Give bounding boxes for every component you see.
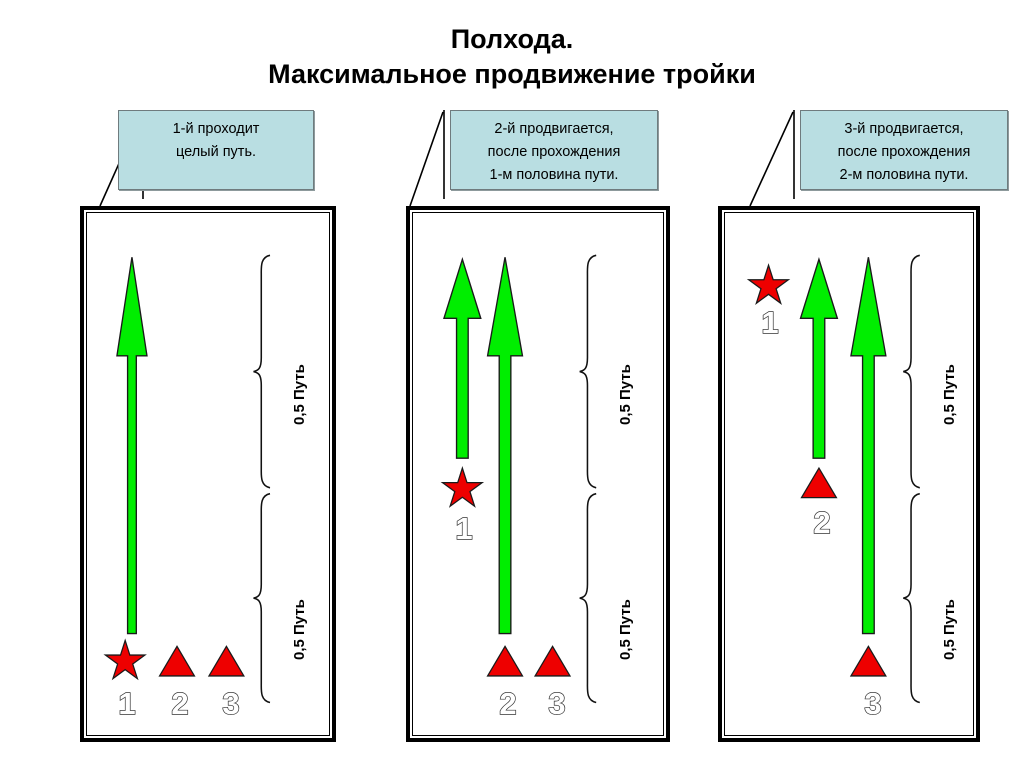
brace-upper <box>253 254 271 489</box>
callout-3-line-2: после прохождения <box>837 144 971 160</box>
brace-label-lower: 0,5 Путь <box>617 599 634 660</box>
marker-label-2: 2 <box>499 686 518 721</box>
brace-label-lower: 0,5 Путь <box>291 599 308 660</box>
marker-label-1: 1 <box>455 511 474 546</box>
arrow-half-2 <box>799 256 839 459</box>
page-title: Полхода. Максимальное продвижение тройки <box>0 22 1024 92</box>
marker-label-2: 2 <box>171 686 190 721</box>
arrow-half-1 <box>443 256 482 459</box>
brace-upper <box>903 254 920 489</box>
panel-1-inner-border <box>86 212 330 736</box>
callout-3-line-3: 2-м половина пути. <box>839 167 969 183</box>
triangle-marker-2 <box>158 645 196 677</box>
panel-1: 1 2 3 0,5 Путь 0,5 Путь <box>80 206 336 742</box>
callout-2-line-2: после прохождения <box>487 144 621 160</box>
triangle-marker-2 <box>800 466 838 499</box>
panel-2-inner-border <box>412 212 664 736</box>
title-line-1: Полхода. <box>450 24 574 54</box>
marker-label-3: 3 <box>222 686 241 721</box>
brace-lower <box>579 492 597 704</box>
triangle-marker-3 <box>849 645 887 677</box>
marker-label-3: 3 <box>864 686 883 721</box>
marker-label-2: 2 <box>813 505 832 540</box>
callout-2-line-1: 2-й продвигается, <box>494 121 614 137</box>
brace-label-upper: 0,5 Путь <box>291 364 308 425</box>
callout-box-2: 2-й продвигается, после прохождения 1-м … <box>450 110 658 190</box>
arrow-full-3 <box>850 257 887 635</box>
brace-lower <box>253 492 271 704</box>
panel-1-graphics <box>103 254 271 704</box>
callout-1-line-1: 1-й проходит <box>172 121 260 137</box>
star-marker-1 <box>440 466 485 508</box>
callout-box-3: 3-й продвигается, после прохождения 2-м … <box>800 110 1008 190</box>
arrow-full-1 <box>116 257 148 635</box>
panel-2-graphics <box>440 254 597 704</box>
triangle-marker-3 <box>207 645 245 677</box>
panel-3-graphics <box>746 254 920 704</box>
callout-3-line-1: 3-й продвигается, <box>844 121 964 137</box>
brace-label-upper: 0,5 Путь <box>941 364 958 425</box>
marker-label-1: 1 <box>761 305 780 340</box>
brace-label-lower: 0,5 Путь <box>941 599 958 660</box>
title-line-2: Максимальное продвижение тройки <box>268 59 756 89</box>
star-marker-1 <box>103 638 147 681</box>
triangle-marker-3 <box>533 645 572 677</box>
marker-label-1: 1 <box>118 686 137 721</box>
triangle-marker-2 <box>486 645 524 677</box>
callout-box-1: 1-й проходит целый путь. <box>118 110 314 190</box>
star-marker-1 <box>746 263 791 305</box>
brace-label-upper: 0,5 Путь <box>617 364 634 425</box>
panel-3: 1 2 3 0,5 Путь 0,5 Путь <box>718 206 980 742</box>
brace-lower <box>903 492 920 704</box>
callout-2-line-3: 1-м половина пути. <box>489 167 619 183</box>
panel-2: 1 2 3 0,5 Путь 0,5 Путь <box>406 206 670 742</box>
marker-label-3: 3 <box>548 686 567 721</box>
arrow-full-2 <box>486 257 524 635</box>
brace-upper <box>579 254 597 489</box>
panel-3-inner-border <box>724 212 974 736</box>
callout-1-line-2: целый путь. <box>175 144 257 160</box>
